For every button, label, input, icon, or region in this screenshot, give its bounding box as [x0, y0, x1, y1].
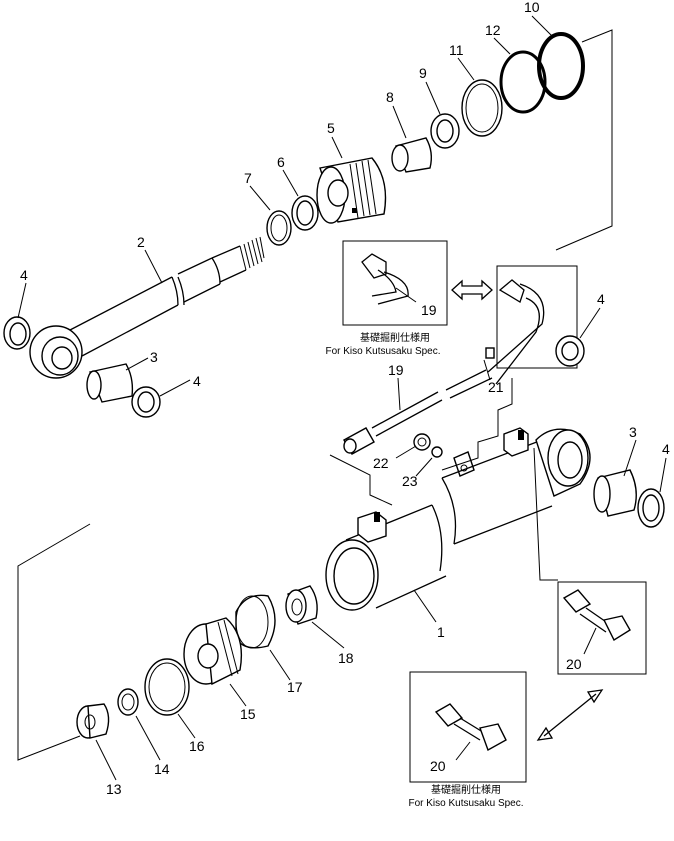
spec-caption-top-jp: 基礎掘削仕様用	[360, 331, 430, 344]
piston-15	[183, 617, 243, 686]
spec-box-bottom	[409, 671, 527, 783]
head-eye	[535, 428, 591, 497]
bushing-3a	[86, 363, 134, 403]
cushion-13	[76, 703, 110, 739]
callout-8: 8	[386, 89, 394, 105]
callout-4-left: 4	[20, 267, 28, 283]
ring-14	[117, 688, 139, 716]
rod-eye	[29, 325, 83, 379]
leader-hose-b	[441, 378, 513, 471]
callout-9: 9	[419, 65, 427, 81]
dust-seal-4a	[3, 316, 31, 350]
callout-19-spec: 19	[421, 302, 437, 318]
callout-20: 20	[566, 656, 582, 672]
spec-box-top	[342, 240, 448, 326]
callout-22: 22	[373, 455, 389, 471]
callout-3-left: 3	[150, 349, 158, 365]
hose-21	[485, 279, 545, 385]
bearing-9	[430, 113, 460, 149]
leader-frame-bottom	[17, 523, 91, 761]
bushing-3b	[593, 469, 637, 517]
piston-rod	[69, 236, 265, 357]
callout-13: 13	[106, 781, 122, 797]
callout-4-right: 4	[662, 441, 670, 457]
callout-4-mid: 4	[193, 373, 201, 389]
hose-19-elbow	[361, 253, 409, 305]
leader-hose-a	[329, 454, 393, 506]
dust-seal-4c	[555, 335, 585, 367]
rod-threads	[239, 236, 265, 271]
leader-elbow	[533, 447, 558, 581]
callout-5: 5	[327, 120, 335, 136]
ring-17	[235, 594, 276, 649]
callout-12: 12	[485, 22, 501, 38]
cylinder-tube	[325, 427, 553, 611]
bearing-6	[291, 195, 319, 231]
callout-3-right: 3	[629, 424, 637, 440]
callout-14: 14	[154, 761, 170, 777]
spec-arrow-double-top	[451, 279, 493, 301]
dust-seal-4b	[131, 386, 161, 418]
callout-17: 17	[287, 679, 303, 695]
callout-2: 2	[137, 234, 145, 250]
spec-caption-bottom-jp: 基礎掘削仕様用	[431, 783, 501, 796]
washer-23	[431, 446, 443, 458]
spec-caption-bottom-en: For Kiso Kutsusaku Spec.	[408, 798, 523, 809]
leader-lines	[17, 15, 667, 781]
spec-caption-top-en: For Kiso Kutsusaku Spec.	[325, 346, 440, 357]
hose-19	[343, 369, 493, 455]
callout-20-spec: 20	[430, 758, 446, 774]
ring-12	[499, 50, 547, 114]
ring-11	[461, 79, 503, 137]
snap-ring-7	[266, 210, 292, 246]
callout-1: 1	[437, 624, 445, 640]
callout-10: 10	[524, 0, 540, 15]
callout-18: 18	[338, 650, 354, 666]
spec-box-right	[496, 265, 578, 369]
spec-arrow-double-bottom	[536, 689, 604, 741]
ring-16	[144, 658, 190, 716]
callout-6: 6	[277, 154, 285, 170]
callout-15: 15	[240, 706, 256, 722]
rod-head-5	[316, 157, 387, 224]
leader-frame-top	[555, 29, 613, 251]
o-ring-10	[537, 32, 585, 100]
callout-21: 21	[488, 379, 504, 395]
elbow-20-spec	[434, 703, 507, 752]
nut-22	[413, 433, 431, 451]
elbow-20	[562, 589, 631, 642]
dust-seal-4d	[637, 488, 665, 528]
nut-18	[285, 585, 318, 625]
spec-box-elbow	[557, 581, 647, 675]
callout-4-spec: 4	[597, 291, 605, 307]
collar-8	[391, 137, 433, 173]
callout-11: 11	[449, 42, 464, 58]
callout-23: 23	[402, 473, 418, 489]
clamp	[453, 451, 475, 477]
callout-7: 7	[244, 170, 252, 186]
callout-19: 19	[388, 362, 404, 378]
callout-16: 16	[189, 738, 205, 754]
